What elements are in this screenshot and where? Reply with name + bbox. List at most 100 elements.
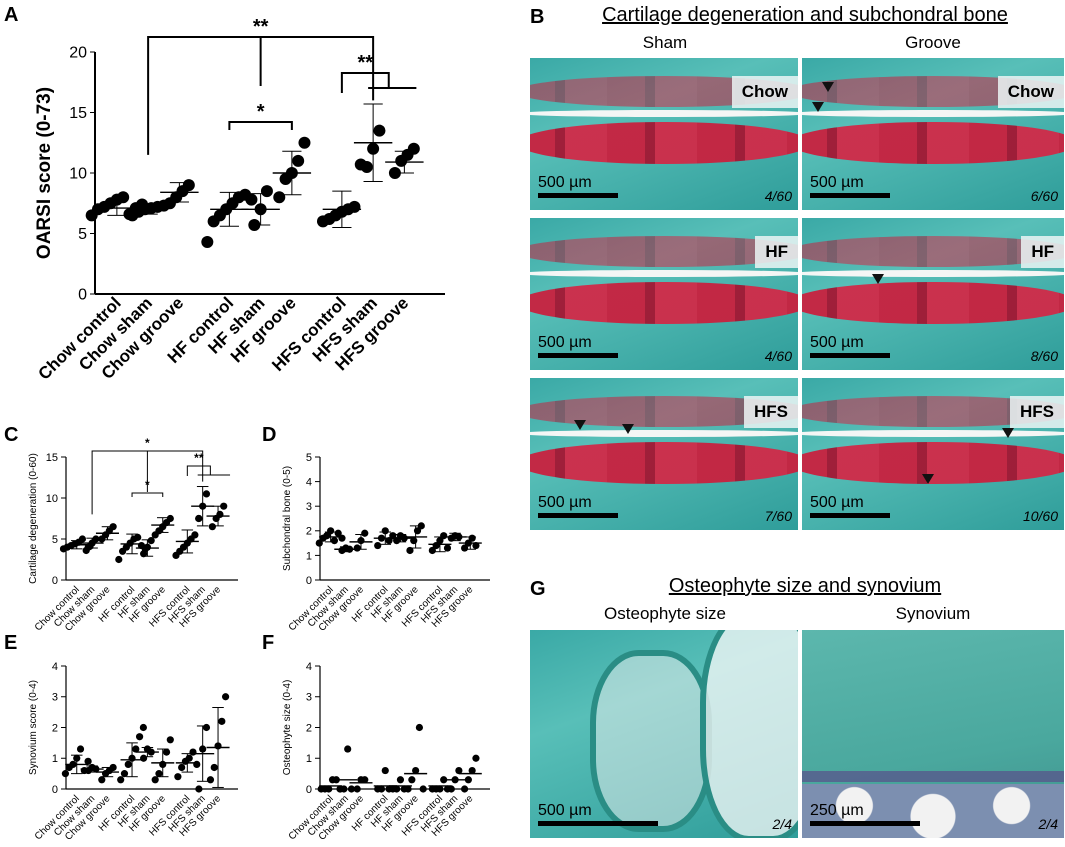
joint-space	[802, 429, 1064, 438]
scale-bar-label: 500 µm	[538, 334, 592, 351]
y-tick-label: 5	[306, 452, 312, 464]
scale-bar-label: 500 µm	[538, 802, 592, 819]
y-tick-label: 3	[306, 692, 312, 704]
y-tick-label: 5	[78, 226, 87, 243]
data-point	[410, 537, 418, 545]
data-point	[135, 733, 144, 741]
data-point	[353, 544, 361, 552]
score-label: 10/60	[1022, 508, 1058, 524]
data-point	[377, 785, 386, 793]
synovial-lining	[802, 771, 1064, 782]
synovium-micrograph: 250 µm 2/4	[802, 630, 1064, 838]
scale-bar-line	[810, 513, 890, 518]
scale-bar-label: 500 µm	[538, 174, 592, 191]
data-point	[191, 531, 199, 539]
data-point	[140, 754, 148, 762]
data-point	[202, 490, 211, 498]
diet-tag: HF	[755, 236, 798, 268]
column-label-sham: Sham	[642, 33, 688, 52]
data-point	[315, 539, 323, 547]
y-tick-label: 0	[306, 575, 312, 587]
diet-tag: Chow	[997, 76, 1064, 108]
scale-bar: 500 µm	[810, 174, 890, 198]
data-point	[381, 527, 389, 535]
column-label-osteophyte: Osteophyte size	[604, 604, 726, 623]
joint-space	[530, 429, 798, 438]
data-point	[428, 546, 436, 555]
y-tick-label: 10	[69, 166, 87, 183]
data-point	[460, 785, 469, 793]
y-tick-label: 4	[306, 476, 312, 488]
diet-tag: HFS	[744, 396, 798, 428]
y-tick-label: 15	[69, 105, 87, 122]
y-tick-label: 20	[69, 45, 87, 62]
data-point	[178, 763, 186, 772]
data-point	[84, 757, 92, 765]
lesion-arrow-icon	[574, 420, 586, 430]
significance-bracket	[340, 72, 390, 93]
y-tick-label: 15	[46, 452, 58, 464]
score-label: 8/60	[1030, 348, 1058, 364]
data-point	[117, 776, 125, 784]
scale-bar-label: 500 µm	[810, 174, 864, 191]
data-point	[347, 785, 356, 793]
data-point	[195, 514, 203, 523]
joint-space	[530, 109, 798, 118]
data-point	[124, 760, 132, 769]
lower-cartilage	[530, 441, 798, 485]
osteophyte-micrograph: 500 µm 2/4	[530, 630, 798, 838]
data-point	[195, 785, 203, 793]
significance-label: *	[257, 101, 265, 123]
data-point	[374, 541, 382, 550]
scale-bar-label: 500 µm	[810, 494, 864, 511]
y-tick-label: 0	[306, 784, 312, 796]
data-point	[182, 179, 195, 192]
data-point	[334, 529, 342, 537]
diet-tag: HFS	[1010, 396, 1064, 428]
histology-tile: HF 500 µm 4/60	[530, 218, 798, 370]
data-point	[216, 510, 224, 518]
scale-bar-line	[538, 353, 618, 358]
data-point	[76, 745, 85, 753]
significance-label: *	[145, 478, 150, 492]
data-point	[327, 527, 335, 535]
data-point	[468, 766, 476, 775]
marrow-region	[700, 630, 798, 838]
significance-label: **	[194, 451, 204, 465]
column-label-groove: Groove	[905, 33, 961, 52]
data-point	[193, 760, 201, 769]
data-point	[174, 773, 182, 781]
scale-bar: 500 µm	[810, 494, 890, 518]
data-point	[202, 723, 211, 732]
joint-space	[802, 109, 1064, 118]
lesion-arrow-icon	[872, 274, 884, 284]
data-point	[464, 776, 472, 784]
data-point	[419, 785, 427, 793]
y-tick-label: 1	[306, 550, 312, 562]
diet-tag: Chow	[731, 76, 798, 108]
score-label: 4/60	[764, 348, 792, 364]
histology-tile: HFS 500 µm 7/60	[530, 378, 798, 530]
histology-tile: HFS 500 µm 10/60	[802, 378, 1064, 530]
diet-tag: HF	[1021, 236, 1064, 268]
data-point	[221, 693, 230, 701]
scale-bar-line	[538, 821, 658, 826]
data-point	[340, 785, 348, 793]
score-label: 2/4	[772, 816, 792, 832]
significance-bracket	[131, 492, 164, 497]
data-point	[472, 754, 480, 762]
data-point	[201, 235, 214, 248]
lesion-arrow-icon	[822, 82, 834, 92]
scale-bar-line	[810, 193, 890, 198]
scale-bar-label: 500 µm	[538, 494, 592, 511]
joint-space	[802, 269, 1064, 278]
data-point	[98, 776, 106, 784]
data-point	[147, 537, 155, 545]
data-point	[273, 191, 286, 204]
scale-bar: 500 µm	[538, 802, 658, 826]
data-point	[338, 534, 346, 542]
y-tick-label: 1	[306, 753, 312, 765]
